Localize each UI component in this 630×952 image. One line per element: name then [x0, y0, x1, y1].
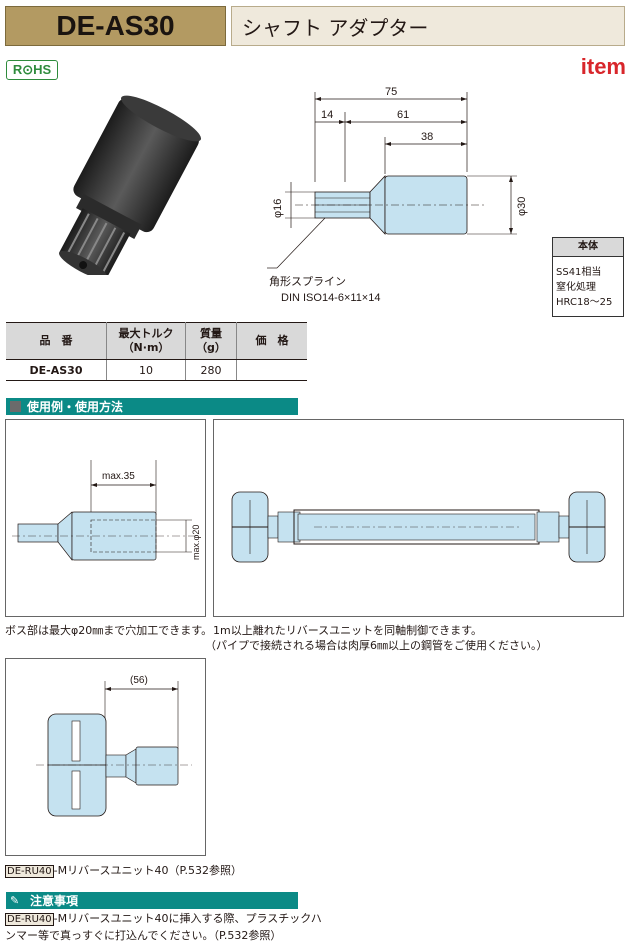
- cell-price: [236, 359, 307, 381]
- material-spec-title: 本体: [553, 238, 623, 257]
- product-code-title: DE-AS30: [5, 6, 226, 46]
- dim-middle: 61: [397, 109, 409, 121]
- ex1-depth-dim: max.35: [102, 471, 135, 482]
- notes-line-1: DE-RU40-Mリバースユニット40に挿入する際、プラスチックハ: [5, 911, 322, 927]
- cell-max-torque: 10: [106, 359, 186, 381]
- material-spec-line: 窒化処理: [556, 282, 596, 293]
- dim-body: 38: [421, 131, 433, 143]
- rohs-badge: R⊙HS: [6, 60, 58, 80]
- material-spec-line: HRC18～25: [556, 297, 613, 308]
- usage-example-2: [213, 419, 624, 617]
- ex1-caption: ボス部は最大φ20㎜まで穴加工できます。: [5, 624, 213, 637]
- col-header-mass: 質量 （g）: [185, 322, 237, 360]
- section-marker-icon: [10, 401, 21, 412]
- ex2-caption-line1: 1m以上離れたリバースユニットを同軸制御できます。: [213, 624, 483, 637]
- usage-example-1: max.35 max.φ20: [5, 419, 206, 617]
- cell-mass: 280: [185, 359, 237, 381]
- product-name-title: シャフト アダプター: [231, 6, 625, 46]
- brand-logo: item: [580, 54, 626, 79]
- ex1-bore-dim: max.φ20: [191, 525, 201, 560]
- dim-large-dia: φ30: [516, 197, 528, 216]
- ex3-caption: DE-RU40-Mリバースユニット40（P.532参照）: [5, 863, 242, 879]
- spec-table: 品 番 最大トルク （N·m） 質量 （g） 価 格 DE-AS30 10 28…: [6, 322, 307, 381]
- notes-line-2: ンマー等で真っすぐに打込んでください。（P.532参照）: [5, 929, 282, 942]
- col-header-price: 価 格: [236, 322, 307, 360]
- dim-small-dia: φ16: [272, 199, 284, 218]
- material-spec-line: SS41相当: [556, 267, 602, 278]
- dim-overall: 75: [385, 86, 397, 98]
- table-row: DE-AS30 10 280: [6, 359, 307, 381]
- notes-section-title: 注意事項: [30, 894, 79, 908]
- dimension-drawing: 75 14 61 38 φ16 φ30 角形スプライン DIN ISO14-6×…: [267, 86, 528, 304]
- spline-standard: DIN ISO14-6×11×14: [281, 292, 380, 304]
- ex3-caption-text: -Mリバースユニット40（P.532参照）: [53, 864, 242, 877]
- notes-part-tag: DE-RU40: [5, 913, 54, 926]
- col-header-part-no: 品 番: [6, 322, 107, 360]
- usage-example-3: (56): [5, 658, 206, 856]
- notes-line-1-text: -Mリバースユニット40に挿入する際、プラスチックハ: [53, 912, 322, 925]
- product-photo: [59, 95, 202, 275]
- usage-section-title: 使用例・使用方法: [27, 400, 124, 414]
- spline-label: 角形スプライン: [269, 275, 346, 288]
- usage-section-bar: 使用例・使用方法: [6, 398, 298, 415]
- cell-part-no: DE-AS30: [6, 359, 107, 381]
- ex3-length-dim: (56): [130, 675, 148, 686]
- ex3-part-tag: DE-RU40: [5, 865, 54, 878]
- dim-left: 14: [321, 109, 333, 121]
- material-spec-box: 本体 SS41相当 窒化処理 HRC18～25: [552, 237, 624, 317]
- col-header-max-torque: 最大トルク （N·m）: [106, 322, 186, 360]
- notes-section-bar: ✎ 注意事項: [6, 892, 298, 909]
- ex2-caption-line2: （パイプで接続される場合は肉厚6㎜以上の鋼管をご使用ください。）: [205, 639, 548, 652]
- pencil-icon: ✎: [10, 894, 20, 907]
